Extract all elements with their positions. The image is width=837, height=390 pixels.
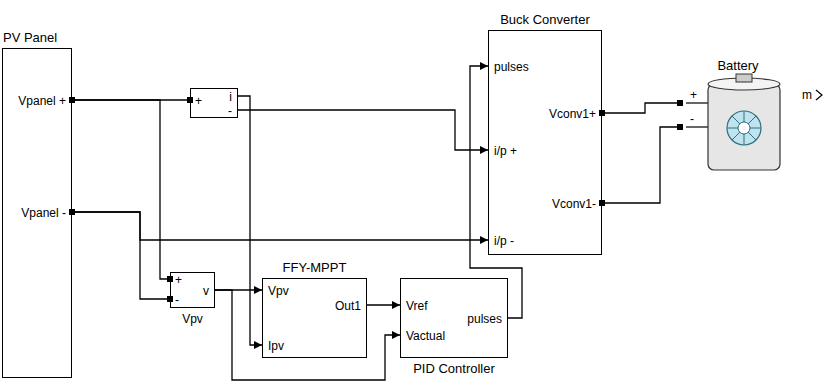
wire-line	[215, 290, 400, 380]
pv-panel-block: PV PanelVpanel +Vpanel -	[2, 48, 72, 378]
port-label: pulses	[494, 60, 529, 74]
mppt-block: FFY-MPPTVpvIpvOut1	[262, 278, 367, 358]
battery-icon	[738, 122, 750, 134]
port-label: -	[175, 293, 179, 307]
signal-wire	[470, 66, 522, 318]
signal-wire	[215, 290, 400, 380]
port-label: Ipv	[268, 339, 284, 353]
wire-line	[470, 66, 522, 318]
port-label: i	[229, 90, 232, 104]
block-title: Vpv	[182, 312, 203, 326]
signal-wire	[367, 305, 400, 306]
port-label: v	[203, 284, 209, 298]
port-label: Vpanel +	[18, 94, 66, 108]
port-label: Vpanel -	[21, 206, 66, 220]
block-title: PID Controller	[413, 361, 495, 376]
port-terminal	[69, 209, 75, 215]
wire-line	[238, 110, 488, 150]
block-title: m	[802, 88, 812, 102]
wire-line	[602, 127, 680, 203]
signal-wire	[238, 96, 262, 345]
battery-block: Battery+-m	[680, 58, 796, 182]
port-terminal	[69, 97, 75, 103]
port-label: Out1	[335, 299, 361, 313]
port-label: i/p -	[494, 234, 514, 248]
signal-wire	[238, 110, 488, 150]
port-terminal	[677, 124, 683, 130]
battery-pole	[736, 74, 752, 82]
port-label: Vconv1+	[549, 107, 596, 121]
port-label: Vconv1-	[552, 197, 596, 211]
signal-wire	[599, 124, 683, 206]
signal-wire	[69, 209, 173, 302]
battery-body	[708, 84, 780, 170]
battery-icon	[727, 111, 761, 145]
battery-icon	[727, 111, 761, 145]
wire-line	[602, 103, 680, 113]
port-label: +	[690, 88, 697, 102]
buck-converter-block: Buck Converterpulsesi/p +i/p -Vconv1+Vco…	[488, 30, 602, 255]
battery-symbol	[686, 74, 822, 170]
current-sensor-block: + i-	[190, 88, 238, 118]
block-title: Buck Converter	[500, 12, 590, 27]
port-label: +	[195, 94, 202, 108]
wire-line	[367, 304, 400, 305]
port-terminal	[69, 97, 75, 103]
terminal-wire	[686, 126, 708, 127]
port-label: -	[690, 112, 694, 126]
port-label: Vref	[406, 299, 428, 313]
port-terminal	[677, 100, 683, 106]
terminal-wire	[686, 102, 708, 103]
wire-line	[72, 212, 170, 299]
wire-line	[72, 212, 488, 240]
port-terminal	[599, 200, 605, 206]
wire-line	[238, 96, 262, 345]
port-label: i/p +	[494, 144, 517, 158]
block-title: PV Panel	[3, 30, 57, 45]
voltage-sensor-block: +-vVpv	[170, 272, 215, 308]
port-label: Vpv	[268, 284, 289, 298]
pid-controller-block: VrefVactualpulsesPID Controller	[400, 278, 508, 358]
port-label: Vactual	[406, 329, 445, 343]
signal-wire	[72, 212, 488, 240]
block-title: FFY-MPPT	[283, 260, 347, 275]
signal-wire	[599, 100, 683, 116]
port-label: +	[175, 273, 182, 287]
port-label: Battery	[717, 58, 758, 73]
wire-line	[72, 100, 170, 279]
output-port	[816, 90, 822, 100]
port-terminal	[599, 110, 605, 116]
signal-wire	[69, 97, 173, 282]
port-label: pulses	[467, 312, 502, 326]
port-label: -	[228, 104, 232, 118]
